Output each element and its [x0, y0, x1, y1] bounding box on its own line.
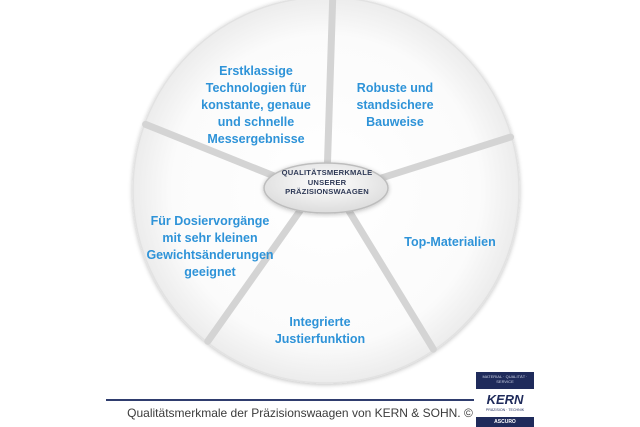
spoke-divider	[344, 206, 437, 353]
caption-divider	[106, 399, 474, 401]
spoke-divider	[360, 133, 515, 187]
segment-label-dosing: Für Dosiervorgänge mit sehr kleinen Gewi…	[146, 214, 274, 279]
figure-caption: Qualitätsmerkmale der Präzisionswaagen v…	[127, 406, 473, 420]
segment-label-calibration: Integrierte Justierfunktion	[274, 315, 366, 346]
center-label: QUALITÄTSMERKMALE UNSERER PRÄZISIONSWAAG…	[281, 168, 373, 196]
badge-top-text: MATERIAL · QUALITÄT · SERVICE	[476, 372, 534, 389]
badge-sub-text: PRÄZISION · TECHNIK	[485, 408, 525, 412]
segment-label-technology: Erstklassige Technologien für konstante,…	[201, 64, 311, 146]
badge-bottom-text: ASCURO	[476, 417, 534, 427]
spoke-divider	[323, 0, 337, 170]
center-hub	[263, 162, 389, 214]
spoke-divider	[142, 120, 292, 186]
quality-wheel-diagram	[132, 0, 520, 384]
segment-label-materials: Top-Materialien	[404, 235, 496, 249]
badge-logo: KERN	[486, 392, 524, 407]
spoke-divider	[204, 205, 305, 345]
segment-label-robust: Robuste und standsichere Bauweise	[356, 81, 434, 129]
wheel-spokes	[142, 0, 515, 353]
certification-badge: MATERIAL · QUALITÄT · SERVICE KERN PRÄZI…	[476, 372, 534, 427]
